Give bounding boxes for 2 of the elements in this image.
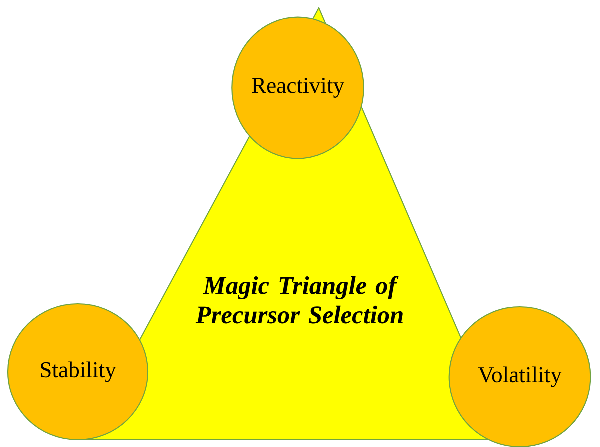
ellipse-node: Stability xyxy=(7,303,149,441)
ellipse-node: Volatility xyxy=(448,306,592,447)
